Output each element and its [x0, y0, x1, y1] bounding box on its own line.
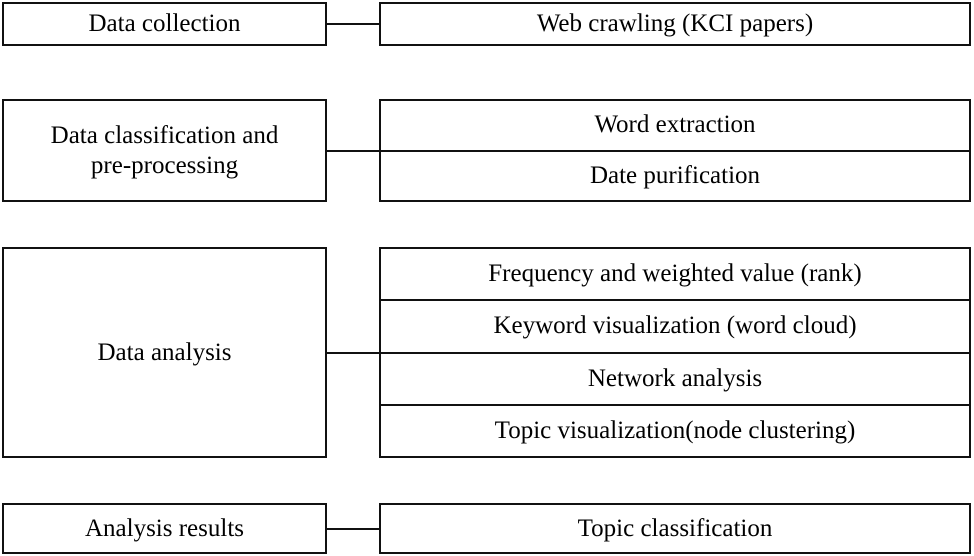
- stage-box-data-analysis: Data analysis: [2, 247, 327, 458]
- stage-box-analysis-results: Analysis results: [2, 503, 327, 554]
- stage-label: Analysis results: [84, 514, 245, 542]
- stage-label: Data analysis: [97, 338, 232, 366]
- connector-line-row-3: [327, 352, 379, 354]
- stage-label-line-2: pre-processing: [90, 151, 239, 179]
- task-cell: Topic classification: [577, 514, 773, 542]
- task-cell: Word extraction: [381, 101, 969, 152]
- task-cell: Topic visualization(node clustering): [494, 416, 856, 444]
- stage-label-line-1: Data classification and: [50, 122, 279, 149]
- connector-line-row-2: [327, 150, 379, 152]
- task-cell: Keyword visualization (word cloud): [381, 301, 969, 354]
- stage-label: Data classification and pre-processing: [51, 121, 279, 180]
- task-cell: Web crawling (KCI papers): [536, 10, 814, 37]
- task-cell: Date purification: [589, 161, 761, 189]
- stage-box-data-collection: Data collection: [2, 2, 327, 46]
- task-group-analysis-results: Topic classification: [379, 503, 971, 554]
- task-group-data-collection: Web crawling (KCI papers): [379, 2, 971, 46]
- task-group-pre-processing: Word extraction Date purification: [379, 99, 971, 202]
- task-group-data-analysis: Frequency and weighted value (rank) Keyw…: [379, 247, 971, 458]
- connector-line-row-4: [327, 528, 379, 530]
- task-cell: Network analysis: [381, 354, 969, 406]
- stage-label: Data collection: [88, 10, 241, 38]
- stage-box-data-classification-and-pre-processing: Data classification and pre-processing: [2, 99, 327, 202]
- connector-line-row-1: [327, 23, 379, 25]
- task-cell: Frequency and weighted value (rank): [381, 249, 969, 302]
